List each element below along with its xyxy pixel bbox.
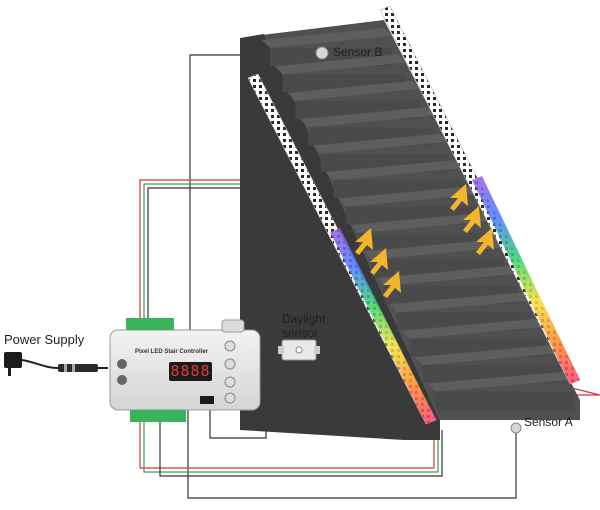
daylight-label-line2: sensor	[282, 326, 319, 340]
power-supply	[4, 352, 108, 376]
arrow-up-4	[450, 184, 468, 211]
stair-step-top	[351, 213, 490, 233]
motion-arrows	[355, 184, 494, 298]
controller-title: Pixel LED Stair Controller	[135, 349, 209, 355]
stair-step-top	[338, 186, 476, 207]
stair-step-top	[300, 107, 434, 128]
stair-step-top	[389, 292, 532, 313]
stair-step-top	[287, 80, 420, 101]
sensor-b	[315, 46, 329, 60]
strip-wire-dark-bottom	[159, 410, 443, 477]
daylight-label-line1: Daylight	[282, 312, 326, 326]
stair-step-top	[427, 371, 574, 392]
sensor-b-label: Sensor B	[333, 45, 383, 59]
power-supply-label: Power Supply	[4, 332, 85, 347]
stair-step-front	[435, 391, 574, 410]
stair-step-top	[274, 54, 406, 75]
arrow-up-1	[355, 228, 373, 255]
strip-wire-green-top	[143, 183, 248, 330]
stair-step-top	[401, 318, 546, 339]
sensor-a-wire	[187, 405, 517, 499]
stair-step-top	[262, 28, 392, 48]
stair-step-top	[325, 160, 462, 181]
strip-wire-red-bottom	[139, 410, 435, 469]
stair-step-top	[376, 265, 518, 286]
stair-step-top	[414, 345, 560, 366]
led-strip-right	[379, 5, 581, 385]
stair-step-top	[312, 133, 448, 154]
controller-display: 8888	[169, 362, 212, 381]
sensor-a	[510, 422, 522, 434]
sensor-a-label: Sensor A	[524, 415, 573, 429]
arrow-up-5	[463, 206, 481, 233]
daylight-sensor	[278, 339, 320, 361]
stair-step-top	[363, 239, 504, 260]
daylight-sensor-label: Daylight sensor	[282, 312, 325, 340]
arrow-up-6	[476, 228, 494, 255]
strip-wire-red-top	[139, 179, 248, 330]
strip-wire-dark-top	[147, 187, 248, 330]
strip-wire-green-bottom	[143, 410, 439, 473]
arrow-up-2	[370, 248, 388, 275]
led-strip-left	[247, 73, 437, 425]
arrow-up-3	[383, 271, 401, 298]
